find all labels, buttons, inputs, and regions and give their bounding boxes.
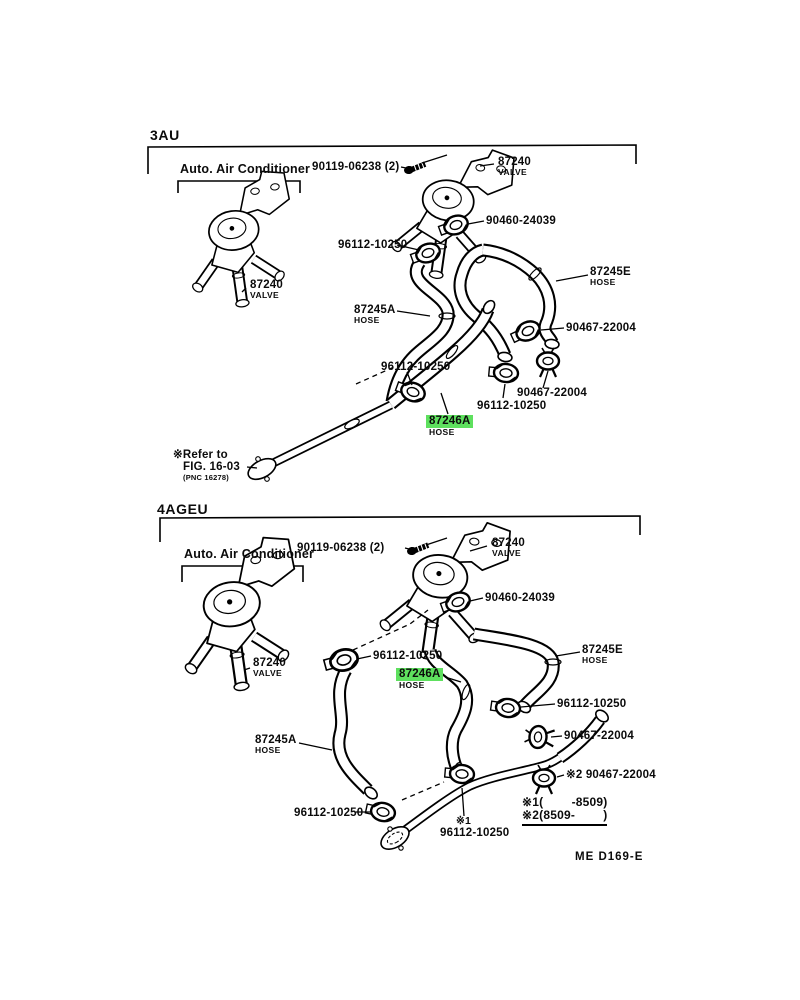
clamp-90467-mid-icon-3au: [507, 316, 544, 348]
label-96112-left-4ageu: 96112-10250: [373, 650, 443, 662]
label-96112-mid-3au: 96112-10250: [381, 361, 451, 373]
label-bolt-4ageu: 90119-06238 (2): [297, 542, 385, 554]
label-87245e-3au: 87245E HOSE: [590, 266, 631, 288]
hose-87245a-drawing-3au: [385, 258, 455, 404]
water-pipe-drawing-3au: [247, 400, 393, 482]
section-3au-drawing: [147, 138, 637, 482]
label-90467-low-4ageu: ※2 90467-22004: [566, 769, 656, 781]
hose-87245a-drawing-4ageu: [332, 666, 373, 795]
refer-note-3au: ※Refer to FIG. 16-03 (PNC 16278): [173, 449, 240, 482]
label-90460-4ageu: 90460-24039: [485, 592, 555, 604]
hose-87246a-drawing-4ageu: [423, 648, 474, 772]
ac-group-label-3au: Auto. Air Conditioner: [180, 162, 311, 176]
label-87240-left-3au: 87240 VALVE: [250, 279, 283, 301]
label-90460-3au: 90460-24039: [486, 215, 556, 227]
water-valve-drawing-3au-right: [386, 138, 516, 287]
production-date-notes: ※1( -8509) ※2(8509- ): [522, 796, 608, 826]
highlighted-part-number-3au[interactable]: 87246A: [426, 415, 474, 429]
hose-87245e-drawing-4ageu: [472, 627, 560, 710]
ac-bracket-3au: [177, 180, 301, 193]
label-87245a-4ageu: 87245A HOSE: [255, 734, 297, 756]
label-90467-mid-4ageu: 90467-22004: [564, 730, 634, 742]
label-90467-mid-3au: 90467-22004: [566, 322, 636, 334]
label-87246a-4ageu: 87246A HOSE: [396, 668, 444, 691]
ac-group-label-4ageu: Auto. Air Conditioner: [184, 547, 315, 561]
section-frame-3au: [147, 144, 637, 174]
section-title-4ageu: 4AGEU: [157, 501, 209, 517]
clamp-96112-star-icon-4ageu: [443, 762, 476, 786]
section-title-3au: 3AU: [150, 127, 180, 143]
highlighted-part-number-4ageu[interactable]: 87246A: [396, 668, 444, 682]
water-pipe-drawing-4ageu: [380, 709, 609, 851]
section-frame-4ageu: [159, 515, 641, 542]
clamp-90467-mid-icon-4ageu: [522, 723, 557, 751]
label-87240-right-4ageu: 87240 VALVE: [492, 537, 525, 559]
label-87240-right-3au: 87240 VALVE: [498, 156, 531, 178]
clamp-96112-right-icon-4ageu: [488, 695, 523, 720]
water-valve-drawing-3au-left: [176, 168, 303, 313]
bolt-icon-4ageu: [406, 543, 429, 556]
bolt-icon-3au: [403, 162, 426, 175]
label-96112-bottom-4ageu: 96112-10250: [294, 807, 364, 819]
clamp-96112-left-icon-4ageu: [321, 645, 362, 677]
label-87245e-4ageu: 87245E HOSE: [582, 644, 623, 666]
label-87240-left-4ageu: 87240 VALVE: [253, 657, 286, 679]
hose-main-y-drawing-3au: [453, 243, 559, 358]
label-bolt-3au: 90119-06238 (2): [312, 161, 400, 173]
leader-lines-3au: [241, 154, 589, 469]
label-87245a-3au: 87245A HOSE: [354, 304, 396, 326]
label-96112-star1-4ageu: ※1 96112-10250: [440, 815, 510, 840]
label-96112-top-3au: 96112-10250: [338, 239, 408, 251]
section-4ageu-drawing: [159, 510, 641, 851]
figure-code: ME D169-E: [575, 851, 644, 863]
leader-lines-4ageu: [243, 537, 581, 817]
label-87246a-3au: 87246A HOSE: [426, 415, 474, 438]
clamp-96112-low-icon-3au: [487, 361, 520, 385]
label-90467-low-3au: 90467-22004: [517, 387, 587, 399]
dashed-locator-line-4ageu: [352, 609, 429, 651]
label-96112-low-3au: 96112-10250: [477, 400, 547, 412]
water-valve-drawing-4ageu-right: [374, 510, 512, 668]
label-96112-right-4ageu: 96112-10250: [557, 698, 627, 710]
